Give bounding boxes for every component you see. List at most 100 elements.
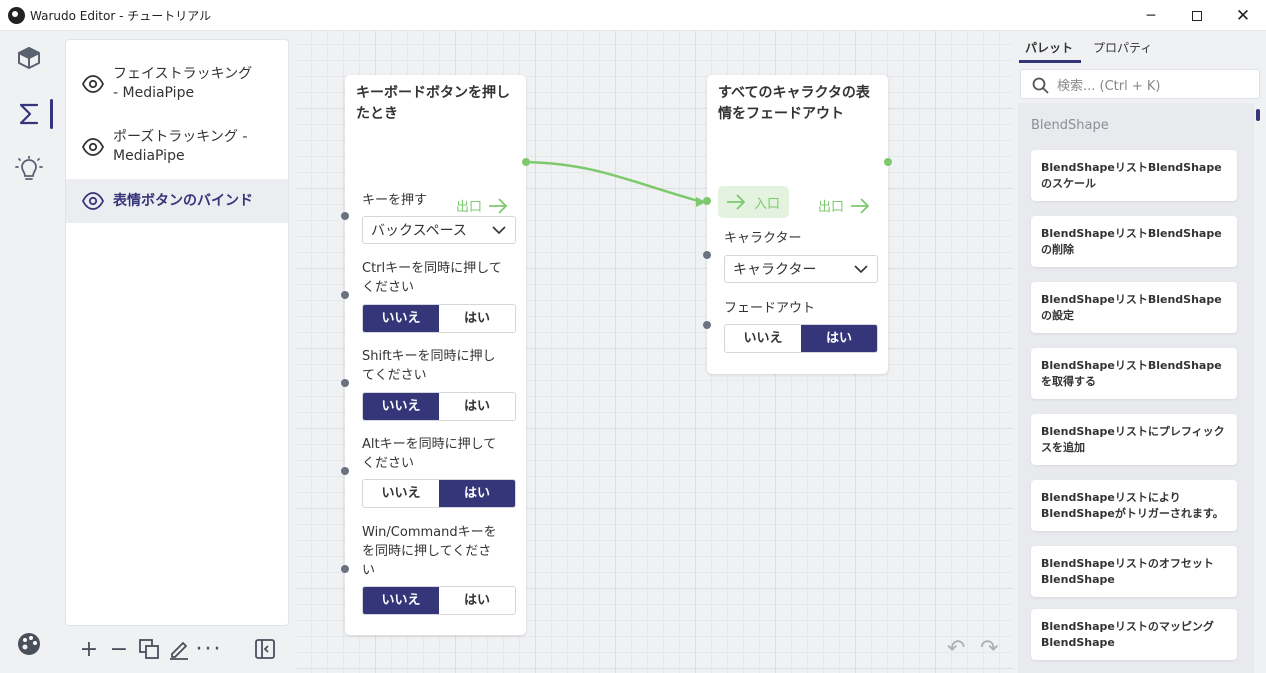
exit-port[interactable]: [884, 158, 892, 166]
scene-item-label: ポーズトラッキング -: [113, 129, 248, 145]
exit-flow: 出口: [456, 196, 508, 215]
shift-toggle[interactable]: いいえ はい: [362, 392, 516, 421]
warudo-logo-icon: [8, 7, 25, 24]
palette-icon[interactable]: [14, 629, 44, 659]
alt-toggle[interactable]: いいえ はい: [362, 479, 516, 508]
scene-item-face-tracking[interactable]: フェイストラッキング - MediaPipe: [66, 62, 288, 106]
key-dropdown[interactable]: バックスペース: [362, 216, 516, 244]
chevron-down-icon: [492, 226, 506, 235]
scene-list-panel: フェイストラッキング - MediaPipe ポーズトラッキング - Media…: [65, 39, 289, 626]
eye-icon[interactable]: [82, 75, 104, 93]
win-label: Win/Commandキーをを同時に押してください: [362, 525, 497, 578]
maximize-button[interactable]: [1174, 0, 1220, 31]
toggle-no[interactable]: いいえ: [363, 393, 439, 420]
fade-label: フェードアウト: [724, 301, 816, 316]
search-input[interactable]: 検索... (Ctrl + K): [1020, 69, 1260, 99]
more-icon[interactable]: ···: [195, 636, 223, 662]
ctrl-port[interactable]: [341, 291, 349, 299]
exit-label: 出口: [456, 200, 483, 215]
alt-port[interactable]: [341, 467, 349, 475]
node-title: キーボードボタンを押したとき: [356, 85, 510, 122]
scene-toolbar: + − ···: [66, 632, 290, 666]
palette-item[interactable]: BlendShapeリストのオフセットBlendShape: [1031, 546, 1237, 597]
toggle-yes[interactable]: はい: [801, 325, 877, 352]
node-fade-out-expressions[interactable]: すべてのキャラクタの表情をフェードアウト 出口 入口 キャラクター キャラクター…: [703, 75, 892, 374]
toggle-no[interactable]: いいえ: [381, 486, 421, 501]
remove-icon[interactable]: −: [109, 636, 129, 662]
eye-icon[interactable]: [82, 138, 104, 156]
scene-item-pose-tracking[interactable]: ポーズトラッキング - MediaPipe: [66, 125, 288, 169]
key-dropdown-value: バックスペース: [371, 223, 467, 239]
search-placeholder: 検索... (Ctrl + K): [1057, 78, 1161, 94]
window-title: Warudo Editor - チュートリアル: [30, 9, 212, 23]
arrow-right-icon: [727, 194, 746, 210]
lightbulb-icon[interactable]: [14, 155, 44, 185]
toggle-yes[interactable]: はい: [439, 480, 515, 507]
toggle-yes[interactable]: はい: [463, 593, 490, 608]
eye-icon[interactable]: [82, 192, 104, 210]
left-rail: [0, 31, 58, 673]
blueprint-canvas[interactable]: キーボードボタンを押したとき 出口 キーを押す バックスペース Ctrlキーを同…: [297, 31, 1013, 673]
enter-flow: 入口: [718, 186, 789, 218]
node-title: すべてのキャラクタの表情をフェードアウト: [718, 85, 870, 122]
rail-active-indicator: [50, 99, 53, 129]
toggle-yes[interactable]: はい: [463, 311, 490, 326]
tab-properties[interactable]: プロパティ: [1093, 41, 1153, 55]
close-button[interactable]: ✕: [1220, 0, 1266, 31]
key-port[interactable]: [341, 212, 349, 220]
add-icon[interactable]: +: [79, 636, 99, 662]
scene-item-expression-binding[interactable]: 表情ボタンのバインド: [66, 179, 288, 223]
palette-item[interactable]: BlendShapeリストBlendShapeを取得する: [1031, 348, 1237, 399]
exit-flow: 出口: [818, 196, 870, 215]
ctrl-toggle[interactable]: いいえ はい: [362, 304, 516, 333]
arrow-right-icon: [489, 197, 508, 214]
win-port[interactable]: [341, 565, 349, 573]
exit-port[interactable]: [522, 158, 530, 166]
toggle-no[interactable]: いいえ: [743, 331, 783, 346]
key-label: キーを押す: [362, 193, 428, 208]
palette-item[interactable]: BlendShapeリストBlendShapeのスケール: [1031, 150, 1237, 201]
flow-connection: [525, 160, 706, 207]
minimize-button[interactable]: ─: [1128, 0, 1174, 31]
alt-label: Altキーを同時に押してください: [362, 437, 497, 471]
toggle-yes[interactable]: はい: [463, 399, 490, 414]
search-icon: [1032, 77, 1049, 94]
character-port[interactable]: [703, 251, 711, 259]
node-on-keystroke-pressed[interactable]: キーボードボタンを押したとき 出口 キーを押す バックスペース Ctrlキーを同…: [341, 75, 530, 635]
cube-icon[interactable]: [14, 43, 44, 73]
duplicate-icon[interactable]: [136, 632, 162, 666]
collapse-panel-icon[interactable]: [252, 632, 278, 666]
palette-item[interactable]: BlendShapeリストBlendShapeの削除: [1031, 216, 1237, 267]
chevron-down-icon: [854, 265, 868, 274]
palette-item[interactable]: BlendShapeリストBlendShapeの設定: [1031, 282, 1237, 333]
scene-item-label: MediaPipe: [113, 148, 185, 164]
undo-icon[interactable]: ↶: [947, 636, 966, 661]
panel-tabs: パレット プロパティ: [1013, 31, 1266, 63]
palette-item[interactable]: BlendShapeリストによりBlendShapeがトリガーされます。: [1031, 480, 1237, 531]
shift-port[interactable]: [341, 379, 349, 387]
shift-label: Shiftキーを同時に押してください: [362, 349, 496, 383]
sigma-icon[interactable]: [14, 99, 44, 129]
palette-scrollbar[interactable]: [1256, 109, 1260, 121]
enter-label: 入口: [754, 196, 781, 212]
character-label: キャラクター: [724, 231, 802, 246]
fade-port[interactable]: [703, 321, 711, 329]
toggle-no[interactable]: いいえ: [363, 587, 439, 614]
palette-item[interactable]: BlendShapeリストにプレフィックスを追加: [1031, 414, 1237, 465]
edit-icon[interactable]: [166, 632, 192, 666]
palette-list: BlendShape BlendShapeリストBlendShapeのスケール …: [1018, 103, 1254, 673]
palette-item[interactable]: BlendShapeリストのマッピングBlendShape: [1031, 609, 1237, 660]
fade-toggle[interactable]: いいえ はい: [724, 324, 878, 353]
toggle-no[interactable]: いいえ: [363, 305, 439, 332]
tab-palette[interactable]: パレット: [1025, 41, 1074, 55]
minimize-icon: ─: [1146, 7, 1156, 24]
arrow-right-icon: [851, 197, 870, 214]
ctrl-label: Ctrlキーを同時に押してください: [362, 261, 502, 295]
redo-icon[interactable]: ↷: [980, 636, 999, 661]
character-dropdown[interactable]: キャラクター: [724, 255, 878, 283]
title-bar: Warudo Editor - チュートリアル ─ ✕: [0, 0, 1266, 31]
win-toggle[interactable]: いいえ はい: [362, 586, 516, 615]
enter-port[interactable]: [703, 197, 711, 205]
tab-active-indicator: [1019, 60, 1081, 63]
character-dropdown-value: キャラクター: [733, 262, 817, 278]
